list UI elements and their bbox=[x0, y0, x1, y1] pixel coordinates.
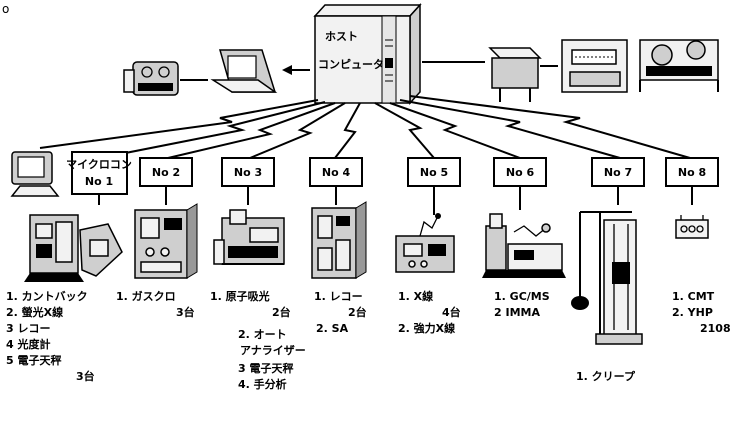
host-computer: ホスト コンピュータ bbox=[315, 5, 420, 103]
tape-drive-icon bbox=[124, 62, 178, 95]
station-4-items: 1. レコー 2台 2. SA bbox=[314, 290, 367, 335]
station-5-item: 1. X線 bbox=[398, 289, 433, 303]
x-ray-diffractometer-icon bbox=[396, 213, 454, 272]
arrow-to-left-peripherals bbox=[282, 65, 310, 75]
station-2-items: 1. ガスクロ 3台 bbox=[116, 289, 195, 319]
link-station-3 bbox=[250, 103, 345, 158]
station-3-item: 3 電子天秤 bbox=[238, 361, 293, 375]
station-5-item: 4台 bbox=[442, 305, 461, 319]
station-8-item: 1. CMT bbox=[672, 290, 715, 303]
station-3-item: 4. 手分析 bbox=[238, 377, 287, 391]
station-8-items: 1. CMT 2. YHP 2108 bbox=[672, 290, 731, 335]
station-7-item: 1. クリープ bbox=[576, 369, 636, 383]
station-6: No 6 bbox=[494, 158, 546, 186]
station-5: No 5 bbox=[408, 158, 460, 186]
station-1-items: 1. カントバック 2. 螢光X線 3 レコー 4 光度計 5 電子天秤 3台 bbox=[6, 290, 95, 383]
station-2-label: No 2 bbox=[152, 166, 180, 179]
station-3-item: 2. オート bbox=[238, 328, 287, 341]
station-3: No 3 bbox=[222, 158, 274, 186]
station-2-item: 3台 bbox=[176, 305, 195, 319]
mainframe-cabinet-icon bbox=[315, 5, 420, 103]
station-1-item: 2. 螢光X線 bbox=[6, 305, 63, 319]
station-8: No 8 bbox=[666, 158, 718, 186]
host-label-line1: ホスト bbox=[325, 30, 358, 43]
station-3-item: 1. 原子吸光 bbox=[210, 289, 270, 303]
disk-drives-icon bbox=[640, 40, 718, 92]
xrf-instrument-icon bbox=[24, 215, 122, 282]
station-6-label: No 6 bbox=[506, 166, 535, 179]
station-2-item: 1. ガスクロ bbox=[116, 289, 176, 303]
gas-chromatograph-icon bbox=[135, 204, 197, 278]
station-4-item: 1. レコー bbox=[314, 290, 363, 303]
host-label-line2: コンピュータ bbox=[318, 58, 384, 71]
station-5-item: 2. 強力X線 bbox=[398, 321, 455, 335]
station-8-item: 2. YHP bbox=[672, 306, 713, 319]
station-6-items: 1. GC/MS 2 IMMA bbox=[494, 290, 550, 319]
terminal-icon bbox=[213, 50, 275, 92]
printer-desk-icon bbox=[490, 48, 540, 102]
station-1-item: 1. カントバック bbox=[6, 290, 88, 303]
atomic-absorption-icon bbox=[214, 210, 284, 264]
station-1-item: 5 電子天秤 bbox=[6, 353, 61, 367]
station-1-item: 3 レコー bbox=[6, 322, 50, 335]
cmt-unit-icon bbox=[676, 215, 708, 238]
station-4: No 4 bbox=[310, 158, 362, 186]
station-8-item: 2108 bbox=[700, 322, 731, 335]
crt-terminal-icon bbox=[12, 152, 58, 196]
reco-analyzer-icon bbox=[312, 202, 366, 278]
station-7-label: No 7 bbox=[604, 166, 632, 179]
station-4-item: 2. SA bbox=[316, 322, 349, 335]
station-7: No 7 bbox=[592, 158, 644, 186]
station-5-items: 1. X線 4台 2. 強力X線 bbox=[398, 289, 461, 335]
station-3-item: 2台 bbox=[272, 305, 291, 319]
station-7-items: 1. クリープ bbox=[576, 369, 636, 383]
gcms-icon bbox=[482, 214, 566, 278]
creep-tester-icon bbox=[571, 212, 642, 344]
plotter-icon bbox=[562, 40, 627, 92]
station-4-label: No 4 bbox=[322, 166, 351, 179]
station-1-item: 4 光度計 bbox=[6, 337, 50, 351]
communication-links bbox=[40, 96, 690, 158]
station-1: マイクロコン No 1 bbox=[66, 152, 132, 194]
station-8-label: No 8 bbox=[678, 166, 706, 179]
link-station-5 bbox=[375, 103, 434, 158]
station-1-item: 3台 bbox=[76, 369, 95, 383]
station-6-item: 2 IMMA bbox=[494, 306, 540, 319]
corner-mark: o bbox=[2, 2, 9, 16]
station-4-item: 2台 bbox=[348, 305, 367, 319]
station-5-label: No 5 bbox=[420, 166, 448, 179]
station-1-label-line1: マイクロコン bbox=[66, 158, 132, 171]
station-3-item: アナライザー bbox=[240, 344, 306, 357]
station-2: No 2 bbox=[140, 158, 192, 186]
station-6-item: 1. GC/MS bbox=[494, 290, 550, 303]
station-1-label-line2: No 1 bbox=[85, 175, 113, 188]
station-3-label: No 3 bbox=[234, 166, 262, 179]
link-station-4 bbox=[335, 103, 360, 158]
station-3-items: 1. 原子吸光 2台 2. オート アナライザー 3 電子天秤 4. 手分析 bbox=[210, 289, 306, 391]
link-station-1 bbox=[100, 102, 325, 158]
